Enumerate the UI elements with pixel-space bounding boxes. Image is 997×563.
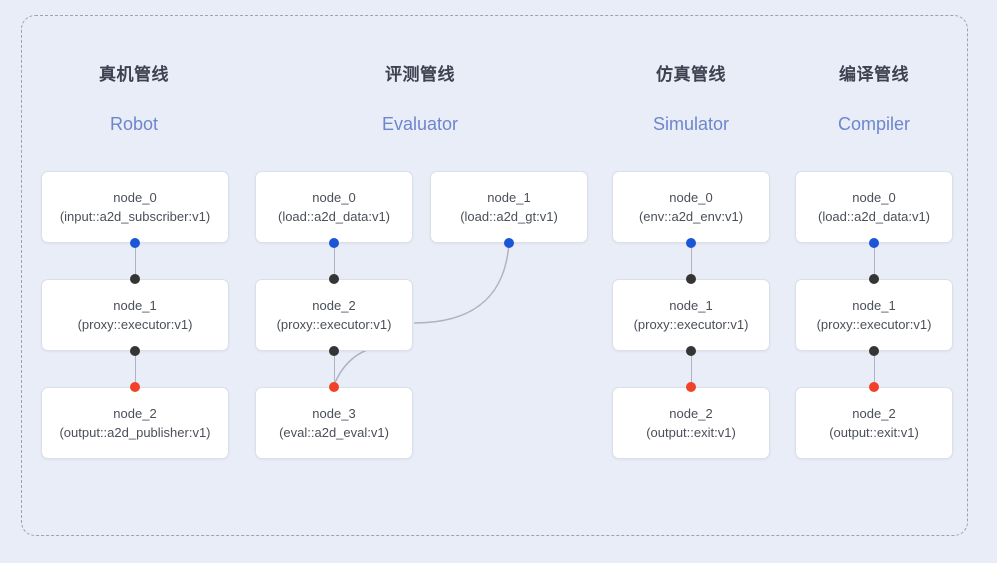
edge-compiler-1-2 [873,352,875,388]
node-name: node_1 [669,298,713,313]
port-input-robot-2[interactable] [130,382,140,392]
column-title-en-compiler: Compiler [837,114,911,134]
edge-robot-1-2 [134,352,136,388]
node-name: node_0 [312,190,356,205]
port-output-simulator-0[interactable] [686,238,696,248]
node-robot-0[interactable]: node_0 (input::a2d_subscriber:v1) [41,171,229,243]
node-simulator-2[interactable]: node_2 (output::exit:v1) [612,387,770,459]
node-type: (env::a2d_env:v1) [638,209,744,224]
node-name: node_0 [852,190,896,205]
node-type: (output::a2d_publisher:v1) [59,425,211,440]
edge-simulator-1-2 [690,352,692,388]
node-evaluator-0[interactable]: node_0 (load::a2d_data:v1) [255,171,413,243]
node-name: node_2 [669,406,713,421]
node-name: node_3 [312,406,356,421]
node-compiler-1[interactable]: node_1 (proxy::executor:v1) [795,279,953,351]
port-input-robot-1[interactable] [130,274,140,284]
port-output-evaluator-2[interactable] [329,346,339,356]
port-input-compiler-1[interactable] [869,274,879,284]
column-header-evaluator: 评测管线 Evaluator [320,64,520,135]
node-type: (proxy::executor:v1) [633,317,749,332]
node-simulator-1[interactable]: node_1 (proxy::executor:v1) [612,279,770,351]
edge-robot-0-1 [134,244,136,280]
node-type: (eval::a2d_eval:v1) [279,425,389,440]
column-title-en-robot: Robot [109,114,159,134]
port-output-evaluator-0[interactable] [329,238,339,248]
node-evaluator-1[interactable]: node_1 (load::a2d_gt:v1) [430,171,588,243]
node-robot-1[interactable]: node_1 (proxy::executor:v1) [41,279,229,351]
edge-compiler-0-1 [873,244,875,280]
column-header-robot: 真机管线 Robot [34,64,234,135]
node-name: node_2 [852,406,896,421]
port-output-compiler-0[interactable] [869,238,879,248]
node-compiler-0[interactable]: node_0 (load::a2d_data:v1) [795,171,953,243]
node-name: node_0 [669,190,713,205]
port-output-robot-1[interactable] [130,346,140,356]
node-type: (input::a2d_subscriber:v1) [59,209,211,224]
node-name: node_1 [852,298,896,313]
node-name: node_2 [312,298,356,313]
node-type: (output::exit:v1) [829,425,919,440]
node-name: node_1 [487,190,531,205]
node-compiler-2[interactable]: node_2 (output::exit:v1) [795,387,953,459]
node-evaluator-3[interactable]: node_3 (eval::a2d_eval:v1) [255,387,413,459]
port-input-simulator-2[interactable] [686,382,696,392]
node-evaluator-2[interactable]: node_2 (proxy::executor:v1) [255,279,413,351]
node-name: node_2 [113,406,157,421]
node-type: (load::a2d_data:v1) [277,209,391,224]
node-type: (proxy::executor:v1) [816,317,932,332]
port-input-simulator-1[interactable] [686,274,696,284]
port-output-simulator-1[interactable] [686,346,696,356]
dashed-group-frame [21,15,968,536]
node-robot-2[interactable]: node_2 (output::a2d_publisher:v1) [41,387,229,459]
column-title-en-simulator: Simulator [652,114,730,134]
node-simulator-0[interactable]: node_0 (env::a2d_env:v1) [612,171,770,243]
column-title-cn-robot: 真机管线 [99,65,169,84]
column-title-cn-simulator: 仿真管线 [656,65,726,84]
node-name: node_1 [113,298,157,313]
port-input-compiler-2[interactable] [869,382,879,392]
port-input-evaluator-2[interactable] [329,274,339,284]
port-input-evaluator-3[interactable] [329,382,339,392]
column-title-cn-compiler: 编译管线 [839,65,909,84]
column-title-cn-evaluator: 评测管线 [385,65,455,84]
column-header-compiler: 编译管线 Compiler [774,64,974,135]
node-type: (proxy::executor:v1) [276,317,392,332]
port-output-compiler-1[interactable] [869,346,879,356]
node-type: (load::a2d_data:v1) [817,209,931,224]
edge-evaluator-0-2 [333,244,335,280]
node-type: (output::exit:v1) [646,425,736,440]
node-name: node_0 [113,190,157,205]
port-output-robot-0[interactable] [130,238,140,248]
port-output-evaluator-1[interactable] [504,238,514,248]
node-type: (load::a2d_gt:v1) [460,209,558,224]
node-type: (proxy::executor:v1) [77,317,193,332]
column-title-en-evaluator: Evaluator [381,114,459,134]
column-header-simulator: 仿真管线 Simulator [591,64,791,135]
edge-simulator-0-1 [690,244,692,280]
